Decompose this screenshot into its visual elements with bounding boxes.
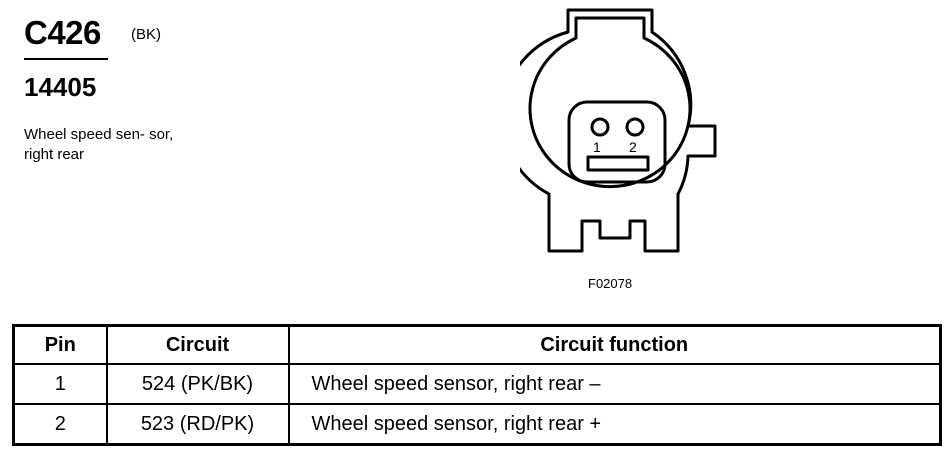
header-circuit: Circuit (105, 324, 290, 365)
header-function: Circuit function (287, 324, 942, 365)
pin-table: Pin Circuit Circuit function 1 524 (PK/B… (12, 324, 942, 446)
pin-cavity-2 (625, 117, 645, 137)
cell-pin: 2 (12, 403, 108, 446)
figure-code: F02078 (588, 276, 633, 291)
key-slot (586, 155, 650, 172)
connector-housing-outline (520, 8, 717, 253)
cell-function: Wheel speed sensor, right rear – (287, 363, 942, 405)
title-divider (24, 58, 108, 60)
cell-circuit: 523 (RD/PK) (105, 403, 290, 446)
pin-label-1: 1 (593, 139, 601, 155)
pin-label-2: 2 (629, 139, 637, 155)
connector-description: Wheel speed sen- sor, right rear (24, 126, 174, 163)
table-row: 1 524 (PK/BK) Wheel speed sensor, right … (12, 363, 942, 405)
connector-id: C426 (24, 14, 101, 51)
connector-face-diagram: 1 2 (520, 8, 717, 253)
pin-cavity-1 (590, 117, 610, 137)
cell-circuit: 524 (PK/BK) (105, 363, 290, 405)
header-pin: Pin (12, 324, 108, 365)
cell-pin: 1 (12, 363, 108, 405)
table-row: 2 523 (RD/PK) Wheel speed sensor, right … (12, 403, 942, 446)
table-header-row: Pin Circuit Circuit function (12, 324, 942, 365)
connector-inner-outline (528, 16, 692, 189)
cell-function: Wheel speed sensor, right rear + (287, 403, 942, 446)
pin-face (567, 100, 667, 184)
connector-color: (BK) (131, 26, 161, 43)
part-number: 14405 (24, 72, 97, 102)
